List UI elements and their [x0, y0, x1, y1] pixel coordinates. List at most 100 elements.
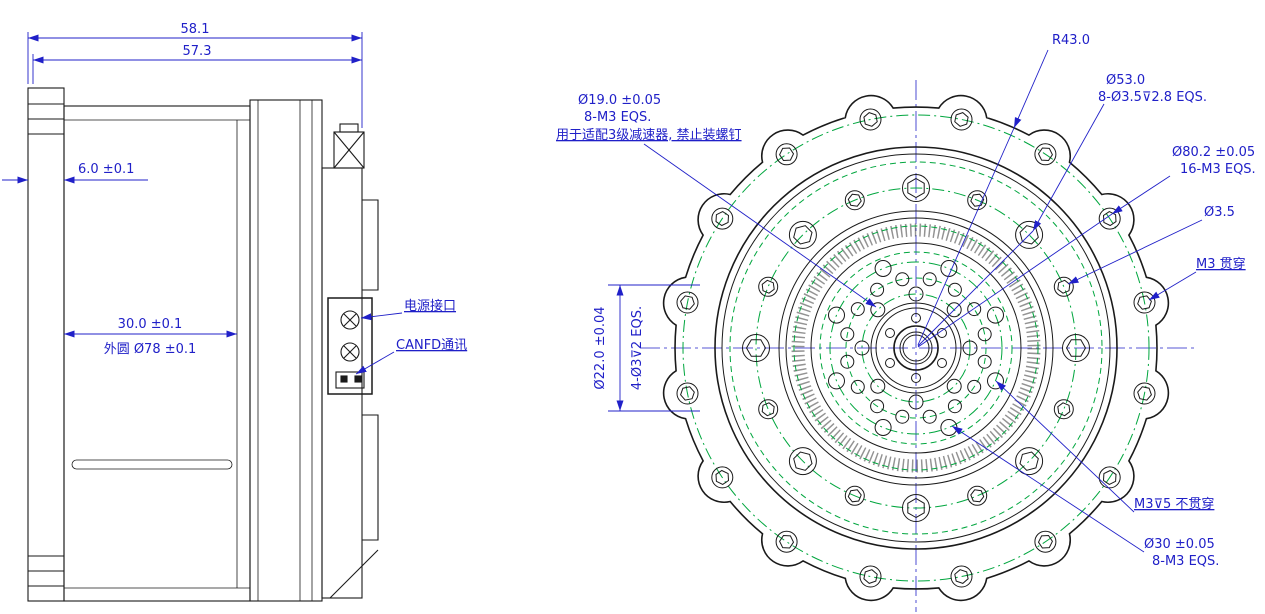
- front-view: R43.0 Ø53.0 8-Ø3.5⊽2.8 EQS. Ø19.0 ±0.05 …: [556, 33, 1256, 612]
- m3-through-leader: [1148, 271, 1197, 301]
- hex-socket: [1065, 339, 1087, 357]
- hole-circle: [922, 272, 937, 287]
- hole-circle: [844, 190, 865, 211]
- dim-d53-holes: 8-Ø3.5⊽2.8 EQS.: [1098, 90, 1207, 105]
- hex-socket: [745, 339, 767, 357]
- hole-circle: [788, 447, 817, 476]
- dim-d80: Ø80.2 ±0.05: [1172, 145, 1255, 160]
- hole-circle: [775, 530, 798, 553]
- hex-socket: [1137, 386, 1152, 401]
- hole-circle: [967, 302, 982, 317]
- dim-inner-width: 30.0 ±0.1: [118, 317, 183, 332]
- dim-d80-holes: 16-M3 EQS.: [1180, 162, 1256, 177]
- side-view-body: [27, 87, 379, 602]
- hex-socket: [1037, 147, 1053, 162]
- hole-circle: [902, 494, 930, 522]
- hole-circle: [937, 358, 947, 368]
- m3-blind-leader: [995, 380, 1135, 513]
- hole-circle: [711, 466, 734, 489]
- r43-leader: [1013, 49, 1049, 129]
- hole-circle: [758, 276, 779, 297]
- front-view-annotations: R43.0 Ø53.0 8-Ø3.5⊽2.8 EQS. Ø19.0 ±0.05 …: [556, 33, 1256, 569]
- hole-circle: [676, 382, 699, 405]
- hole-circle: [828, 306, 845, 324]
- hole-circle: [1015, 220, 1044, 249]
- socket-cross: [343, 313, 357, 327]
- hole-circle: [854, 340, 870, 356]
- hex-socket: [1037, 534, 1053, 549]
- flange-strip: [27, 87, 65, 602]
- hole-circle: [711, 207, 734, 230]
- power-socket-icon: [340, 342, 360, 362]
- hex-socket: [847, 193, 862, 207]
- connector-block: [327, 297, 373, 395]
- hole-circle: [1015, 447, 1044, 476]
- d80-leader: [1111, 175, 1171, 215]
- d3-5-leader: [1067, 219, 1203, 285]
- hole-circle: [1053, 276, 1074, 297]
- hex-socket: [779, 534, 795, 549]
- hole-circle: [870, 399, 885, 414]
- dim-r43: R43.0: [1052, 33, 1090, 48]
- d53-leader: [1032, 103, 1105, 232]
- hole-circle: [967, 485, 988, 506]
- hole-circle: [859, 565, 882, 588]
- dim-total-width: 58.1: [181, 22, 210, 37]
- hex-socket: [761, 279, 775, 294]
- body-circle: [899, 331, 933, 365]
- hole-circle: [895, 272, 910, 287]
- hex-socket: [680, 295, 695, 310]
- hex-socket: [907, 177, 925, 199]
- hole-circle: [1034, 143, 1057, 166]
- bolt-circle: [682, 114, 1150, 582]
- hole-circle: [1098, 207, 1121, 230]
- hole-circle: [874, 419, 892, 436]
- dim-d53: Ø53.0: [1106, 73, 1145, 88]
- knurl-band: [791, 223, 1041, 473]
- hole-circle: [977, 327, 992, 342]
- hole-circle: [758, 399, 779, 420]
- hole-circle: [987, 372, 1004, 390]
- housing-slot: [71, 459, 233, 470]
- hole-circle: [911, 313, 921, 323]
- hole-circle: [967, 379, 982, 394]
- hole-circle: [947, 399, 962, 414]
- hole-circle: [885, 358, 895, 368]
- body-circle: [778, 210, 1054, 486]
- d19-leader: [643, 143, 877, 308]
- dim-outer-circle: 外圆 Ø78 ±0.1: [104, 342, 197, 357]
- dashed-circle: [793, 225, 1039, 471]
- power-socket-icon: [340, 310, 360, 330]
- canfd-leader: [355, 351, 395, 375]
- dim-d22: Ø22.0 ±0.04: [593, 306, 608, 389]
- hole-circle: [937, 328, 947, 338]
- dim-d30-holes: 8-M3 EQS.: [1152, 554, 1219, 569]
- canfd-socket: [335, 371, 365, 389]
- dim-body-width: 57.3: [183, 44, 212, 59]
- hex-socket: [715, 211, 730, 227]
- r43-leader-ext: [917, 127, 1015, 346]
- dashed-circle: [819, 251, 1013, 445]
- dim-flange-thickness: 6.0 ±0.1: [78, 162, 134, 177]
- dim-d30: Ø30 ±0.05: [1144, 537, 1215, 552]
- body-circle: [870, 302, 962, 394]
- socket-cross: [343, 345, 357, 359]
- hole-circle: [1062, 334, 1090, 362]
- hole-circle: [840, 354, 855, 369]
- hex-socket: [954, 112, 969, 127]
- d30-leader: [951, 425, 1145, 553]
- hex-socket: [1057, 279, 1071, 294]
- hex-socket: [1102, 469, 1117, 485]
- hole-circle: [742, 334, 770, 362]
- hole-circle: [859, 108, 882, 131]
- body-circle: [721, 153, 1111, 543]
- hole-circle: [840, 327, 855, 342]
- hole-circle: [908, 394, 924, 410]
- flange-outline: [662, 94, 1170, 602]
- hole-circle: [940, 260, 958, 277]
- body-circle: [902, 334, 930, 362]
- hole-circle: [870, 282, 885, 297]
- hole-circle: [870, 378, 886, 394]
